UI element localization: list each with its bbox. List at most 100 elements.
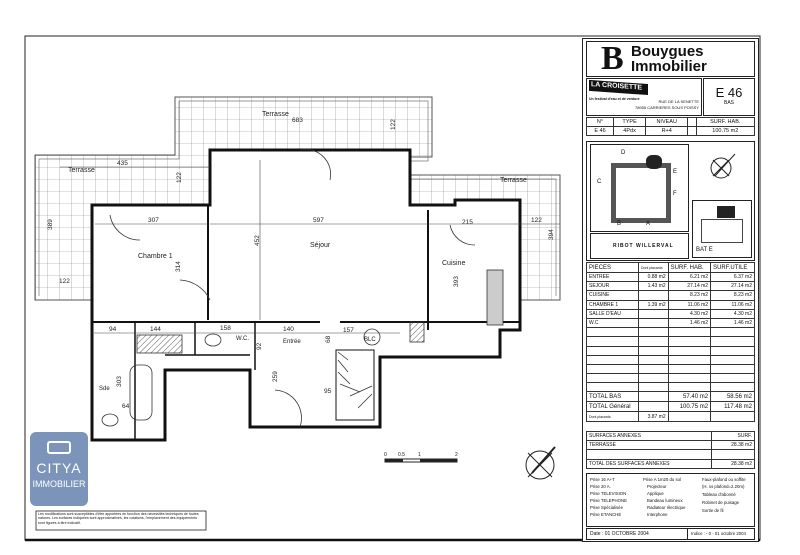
empty-row <box>586 363 755 375</box>
date: Date : 01 OCTOBRE 2004 <box>590 531 649 537</box>
building-key-plan: BAT E <box>692 200 752 258</box>
dimension: 92 <box>256 342 263 350</box>
table-cell: 0.88 m2 <box>637 271 669 283</box>
site-plan-map: C D E F B A <box>590 144 689 232</box>
date-box: Date : 01 OCTOBRE 2004 <box>586 528 688 540</box>
empty-row <box>586 449 755 460</box>
site-trees <box>646 155 662 169</box>
column-header: PIECES <box>586 262 639 273</box>
architect-box: RIBOT WILLERVAL <box>590 233 689 259</box>
room-label: Sde <box>99 386 110 392</box>
table-cell: 1.46 m2 <box>667 317 712 329</box>
dimension: 158 <box>220 325 231 332</box>
table-cell <box>710 345 755 356</box>
table-cell <box>637 363 669 375</box>
table-cell: N° <box>585 116 615 128</box>
room-label: Chambre 1 <box>138 253 173 260</box>
table-cell: TYPE <box>613 116 647 128</box>
legend-item: Prise ETANCHE <box>590 512 622 517</box>
table-cell: 8.23 m2 <box>667 290 712 301</box>
table-cell <box>667 336 712 347</box>
table-cell: 1.39 m2 <box>637 299 669 310</box>
legend-item: Sortie de fil <box>702 508 724 513</box>
lot-number: E 46 <box>715 85 743 100</box>
building-outline <box>701 219 743 243</box>
table-cell <box>667 354 712 365</box>
table-cell <box>637 373 669 384</box>
table-cell <box>637 345 669 356</box>
legend-item: Faux-plafond ou soffite <box>702 477 746 482</box>
table-cell <box>711 449 755 460</box>
table-cell: 100.75 m2 <box>695 126 756 137</box>
table-cell: 3.87 m2 <box>637 411 669 422</box>
north-arrow-icon <box>525 446 556 480</box>
table-cell: 4.30 m2 <box>667 308 712 319</box>
table-cell <box>710 327 755 338</box>
table-cell <box>586 373 639 384</box>
legend-item: Prise TELEPHONE <box>590 498 627 503</box>
column-header: SURF. HAB. <box>667 262 712 273</box>
table-cell: 28.38 m2 <box>711 440 755 451</box>
table-cell: 1.46 m2 <box>710 317 755 329</box>
disclaimer-text: Les modifications sont susceptibles d'êt… <box>38 512 199 525</box>
table-cell: ENTREE <box>586 271 639 283</box>
table-cell <box>710 373 755 384</box>
building-highlight <box>717 206 735 218</box>
scale-label: 1 <box>418 452 421 458</box>
table-cell: TOTAL Général <box>586 401 639 413</box>
room-label: BLC <box>364 337 376 343</box>
empty-row <box>586 345 755 356</box>
table-cell <box>637 391 669 403</box>
table-cell: Dont placards <box>586 411 639 422</box>
legend-item: Radiateur électrique <box>647 505 686 510</box>
project-logo: LA CROISETTE <box>589 79 649 96</box>
table-cell <box>667 327 712 338</box>
empty-row <box>586 373 755 384</box>
table-cell: CUISINE <box>586 290 639 301</box>
brand-box: B Bouygues Immobilier <box>586 41 755 77</box>
legend-item: Projecteur <box>647 484 667 489</box>
dimension: 122 <box>176 172 183 183</box>
table-cell: 28.38 m2 <box>711 458 755 469</box>
table-cell: 4.30 m2 <box>710 308 755 319</box>
brand-name: Bouygues <box>631 43 704 60</box>
table-cell <box>586 345 639 356</box>
legend-item: Interphone <box>647 512 668 517</box>
dimension: 144 <box>150 326 161 333</box>
table-cell <box>637 317 669 329</box>
dimension: 259 <box>272 371 279 382</box>
dimension: 122 <box>59 278 70 285</box>
table-cell <box>637 290 669 301</box>
lot-level: BAS <box>723 100 734 106</box>
table-cell <box>637 327 669 338</box>
legend-item: Prise Spécialisée <box>590 505 623 510</box>
table-cell <box>586 336 639 347</box>
dimension: 435 <box>117 160 128 167</box>
empty-row <box>586 354 755 365</box>
brand-name-2: Immobilier <box>631 58 707 75</box>
table-cell <box>637 401 669 413</box>
lot-box: E 46 BAS <box>703 78 755 116</box>
table-cell <box>637 354 669 365</box>
table-cell <box>637 308 669 319</box>
table-cell: NIVEAU <box>645 116 689 128</box>
legend-item: Prise TELEVISION <box>590 491 627 496</box>
room-label: Séjour <box>310 242 331 249</box>
table-cell: 11.06 m2 <box>710 299 755 310</box>
legend-item: Applique <box>647 491 664 496</box>
dimension: 452 <box>254 235 261 246</box>
table-cell: 6.37 m2 <box>710 271 755 283</box>
legend-item: Robinet de puisage <box>702 500 740 505</box>
table-cell: 117.48 m2 <box>710 401 755 413</box>
legend: Prise 16 A+T Prise 20 A. Prise TELEVISIO… <box>586 473 755 527</box>
site-label: D <box>621 150 626 156</box>
table-cell <box>710 354 755 365</box>
table-cell <box>637 336 669 347</box>
